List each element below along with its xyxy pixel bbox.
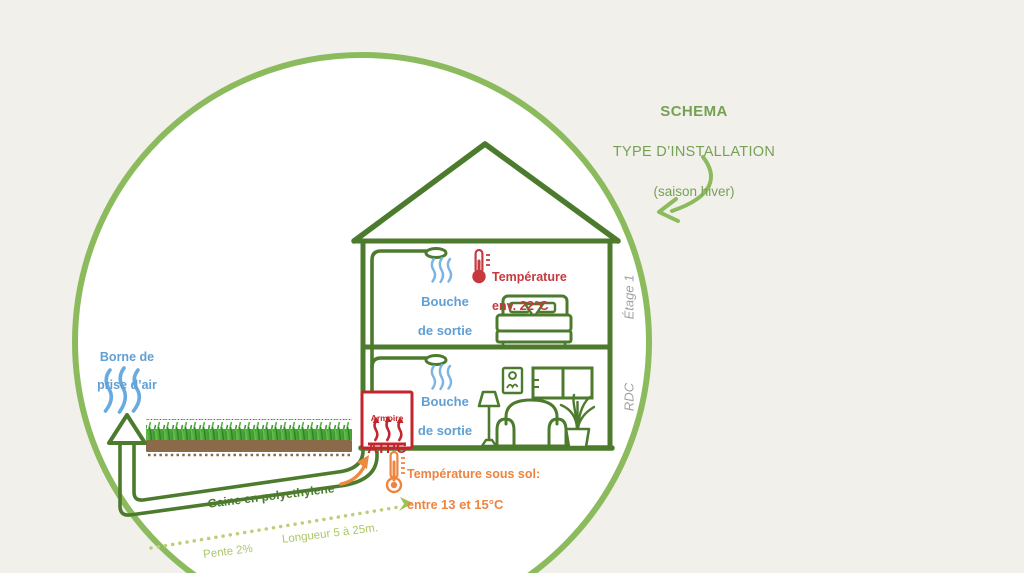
ground-grass-soil [146, 419, 352, 457]
air-intake-label: Borne de prise d’air [75, 336, 179, 406]
vent-rdc-label-line2: de sortie [417, 422, 473, 438]
indoor-temperature-label: Température env. 22°C [492, 255, 567, 328]
indoor-temp-value: 22°C [519, 297, 549, 313]
air-intake-label-line2: prise d’air [97, 378, 157, 392]
heat-waves-icon [373, 418, 403, 442]
thermometer-ground-icon [385, 450, 405, 494]
dotted-line-arrowhead-icon [399, 497, 413, 511]
thermometer-indoor-icon [472, 248, 490, 284]
ground-temp-line1: Température sous sol: [407, 467, 541, 481]
ground-temp-line2: entre 13 et 15°C [407, 497, 540, 513]
vent-etage-label-line2: de sortie [417, 322, 473, 338]
floor-label-rdc: RDC [621, 382, 637, 412]
indoor-temp-line1: Température [492, 269, 567, 284]
furniture-window [531, 366, 594, 400]
roof [351, 141, 621, 244]
vent-etage-label-line1: Bouche [421, 293, 469, 309]
indoor-temp-prefix: env. [492, 298, 520, 313]
heat-arrowheads-icon [372, 415, 404, 423]
airflow-arrow-icon [339, 455, 369, 486]
vent-nozzle-etage-icon [424, 247, 448, 259]
title-line1: SCHEMA [660, 103, 728, 120]
interior-air-duct [370, 247, 448, 394]
title-line2: TYPE D’INSTALLATION [612, 144, 776, 160]
grass-texture [146, 419, 352, 440]
ground-temp-value: 13 et 15°C [441, 497, 504, 512]
air-intake-terminal-arrow-icon [107, 413, 147, 445]
air-waves-intake-icon [103, 366, 142, 414]
furniture-floor-lamp [477, 390, 501, 448]
air-waves-rdc-icon [430, 363, 453, 391]
furniture-plant [559, 393, 596, 449]
buried-pipe [118, 439, 379, 517]
title-line3: (saison hiver) [653, 184, 735, 199]
duct-riser-etage [370, 249, 428, 394]
furniture-bed [495, 294, 573, 350]
vent-rdc-label-line1: Bouche [421, 393, 469, 409]
vent-etage-label: Bouche de sortie [404, 280, 486, 353]
length-dotted-line [149, 497, 413, 550]
furniture-armchair [495, 398, 568, 448]
air-intake-label-line1: Borne de [99, 350, 155, 364]
duct-branch-rdc [370, 356, 428, 369]
soil-band [146, 440, 352, 452]
title-pointer-arrow-icon [657, 155, 713, 223]
cabinet-label-line2: ATPC [367, 441, 407, 457]
floor-label-etage1: Étage 1 [621, 274, 637, 320]
vent-rdc-label: Bouche de sortie [404, 380, 486, 453]
atpc-cabinet-label: Armoire ATPC [362, 395, 412, 475]
ground-temp-prefix: entre [407, 498, 442, 512]
indoor-temp-line2: env. 22°C [492, 297, 567, 314]
furniture-picture-frame [501, 366, 524, 395]
cabinet-label-line1: Armoire [370, 413, 404, 423]
ground-temperature-label: Température sous sol: entre 13 et 15°C [407, 452, 540, 528]
atpc-cabinet [360, 390, 414, 450]
vent-nozzle-rdc-icon [424, 354, 448, 366]
diagram-title: SCHEMA TYPE D’INSTALLATION (saison hiver… [598, 82, 790, 222]
air-waves-etage-icon [430, 256, 453, 284]
